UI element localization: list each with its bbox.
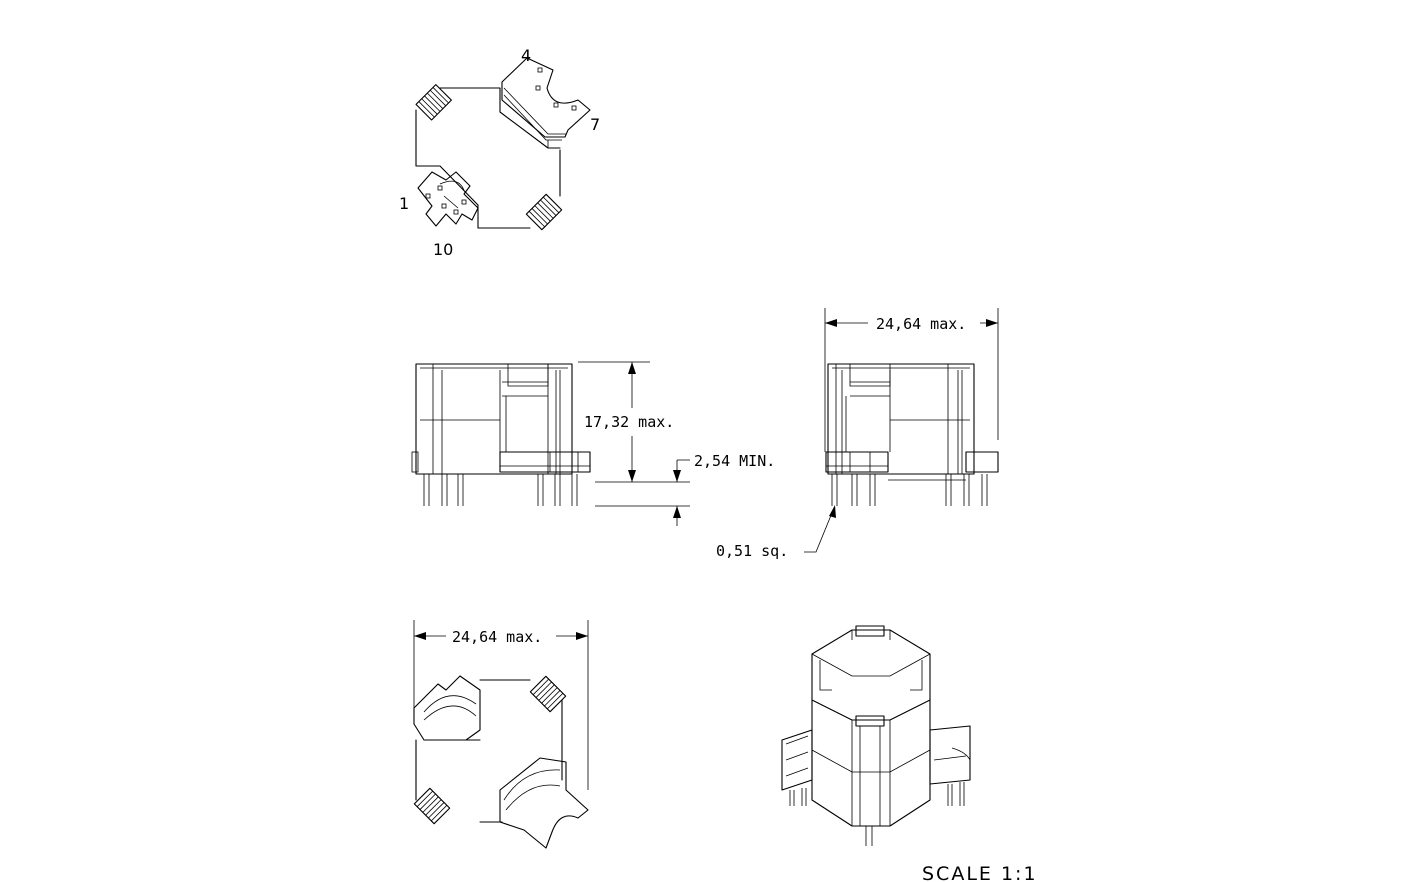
scale-label: SCALE 1:1 xyxy=(922,863,1038,882)
bottom-width-dimension-label: 24,64 max. xyxy=(452,628,542,646)
pin-label-4: 4 xyxy=(521,46,531,65)
pin-block-1-10 xyxy=(417,171,479,227)
pin-size-label: 0,51 sq. xyxy=(716,542,788,560)
bottom-clip-bottom-left xyxy=(413,787,451,825)
height-dimension-label: 17,32 max. xyxy=(584,413,674,431)
standoff-dimension-label: 2,54 MIN. xyxy=(694,452,775,470)
top-view: 4 7 1 10 xyxy=(399,46,600,259)
clip-bottom-right xyxy=(525,193,563,231)
bottom-clip-top-right xyxy=(529,675,567,713)
front-view: 24,64 max. 0,51 sq. xyxy=(716,308,999,560)
pin-block-4-7 xyxy=(501,57,591,138)
clip-top-left xyxy=(415,84,452,121)
side-view: 17,32 max. 2,54 MIN. xyxy=(411,361,775,526)
front-width-dimension-label: 24,64 max. xyxy=(876,315,966,333)
isometric-view xyxy=(781,625,971,846)
bottom-view: 24,64 max. xyxy=(413,620,589,849)
bottom-pin-block-right xyxy=(499,757,589,849)
pin-label-10: 10 xyxy=(433,240,453,259)
bottom-pin-block-left xyxy=(413,675,481,741)
pin-label-7: 7 xyxy=(590,115,600,134)
pin-label-1: 1 xyxy=(399,194,409,213)
